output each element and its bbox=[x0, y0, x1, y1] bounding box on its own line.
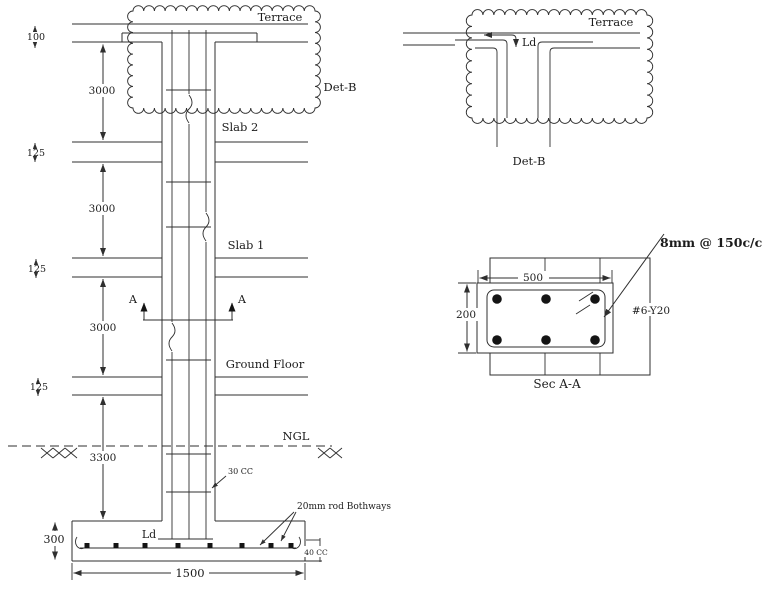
section-main-bars bbox=[492, 294, 600, 345]
section-aa: 500 200 8mm @ 150c/c bbox=[451, 233, 763, 391]
section-depth-dimension: 200 bbox=[451, 282, 482, 354]
slab-thickness-dimensions: 100 125 125 125 bbox=[27, 26, 48, 396]
dim-section-depth: 200 bbox=[456, 309, 476, 321]
natural-ground-level: NGL bbox=[8, 429, 343, 459]
footing-cover-note: 40 CC bbox=[303, 538, 330, 562]
dim-footing-depth: 300 bbox=[44, 533, 65, 546]
detail-b-terrace-label: Terrace bbox=[589, 15, 634, 29]
dim-storey-3: 3000 bbox=[90, 322, 117, 334]
column-main-bars bbox=[167, 30, 211, 539]
footing: Ld 300 1500 40 CC bbox=[41, 502, 391, 580]
section-stirrup bbox=[486, 289, 606, 348]
section-width-dimension: 500 bbox=[477, 270, 613, 284]
dim-ground-slab-thickness: 125 bbox=[30, 382, 48, 393]
stirrup-tick-marks bbox=[575, 291, 594, 315]
column-outline bbox=[161, 42, 216, 521]
dim-storey-1: 3000 bbox=[89, 85, 116, 97]
dim-below-ground: 3300 bbox=[90, 452, 117, 464]
detail-b-revision-cloud bbox=[127, 5, 321, 114]
detail-b-reference-label: Det-B bbox=[324, 80, 357, 94]
stirrup-note-leader bbox=[603, 233, 665, 318]
dim-storey-2: 3000 bbox=[89, 203, 116, 215]
detail-b-ld-label: Ld bbox=[522, 36, 536, 49]
stirrup-spacing-text: 30 CC bbox=[228, 467, 253, 476]
ground-hatch-right bbox=[317, 447, 343, 459]
footing-bar-dots bbox=[84, 543, 294, 548]
slab-lines bbox=[72, 23, 308, 396]
stirrup-spacing-note: 30 CC bbox=[211, 467, 253, 489]
dim-footing-width: 1500 bbox=[175, 566, 204, 580]
detail-b: Ld Terrace Det-B bbox=[403, 9, 654, 168]
section-marker-a-left: A bbox=[128, 293, 138, 306]
detail-b-bars bbox=[455, 39, 640, 147]
slab2-label: Slab 2 bbox=[222, 120, 259, 134]
footing-bar-hook-right bbox=[291, 536, 301, 550]
detail-b-title: Det-B bbox=[513, 154, 546, 168]
footing-width-dimension: 1500 bbox=[71, 563, 306, 580]
footing-bar-hook-left bbox=[75, 536, 85, 550]
terrace-label: Terrace bbox=[258, 10, 303, 24]
dim-slab2-thickness: 125 bbox=[27, 148, 45, 159]
footing-rod-note: 20mm rod Bothways bbox=[259, 502, 391, 546]
ground-hatch-left bbox=[40, 447, 78, 459]
section-marker-a-right: A bbox=[237, 293, 247, 306]
section-stirrup-note: 8mm @ 150c/c bbox=[660, 235, 763, 250]
ngl-label: NGL bbox=[283, 429, 310, 443]
dim-terrace-slab: 100 bbox=[27, 32, 45, 43]
storey-dimensions: 3000 3000 3000 3300 bbox=[86, 44, 120, 519]
column-stirrups bbox=[166, 89, 211, 493]
detail-b-cloud bbox=[465, 9, 654, 124]
footing-ld-label: Ld bbox=[142, 528, 156, 541]
ground-floor-label: Ground Floor bbox=[226, 357, 305, 371]
column-elevation: Terrace Det-B Slab 2 Slab 1 Ground Floor… bbox=[8, 5, 391, 580]
section-aa-title: Sec A-A bbox=[533, 377, 581, 391]
detail-b-ld-annotation: Ld bbox=[484, 32, 536, 49]
rod-note-text: 20mm rod Bothways bbox=[297, 502, 391, 512]
cover-note-text: 40 CC bbox=[304, 548, 328, 557]
dim-slab1-thickness: 125 bbox=[28, 264, 46, 275]
dim-section-width: 500 bbox=[523, 272, 543, 284]
slab1-label: Slab 1 bbox=[228, 238, 265, 252]
footing-depth-dimension: 300 bbox=[41, 522, 68, 560]
section-cut-marks: A A bbox=[128, 293, 247, 321]
section-main-bar-note: #6-Y20 bbox=[632, 305, 670, 317]
